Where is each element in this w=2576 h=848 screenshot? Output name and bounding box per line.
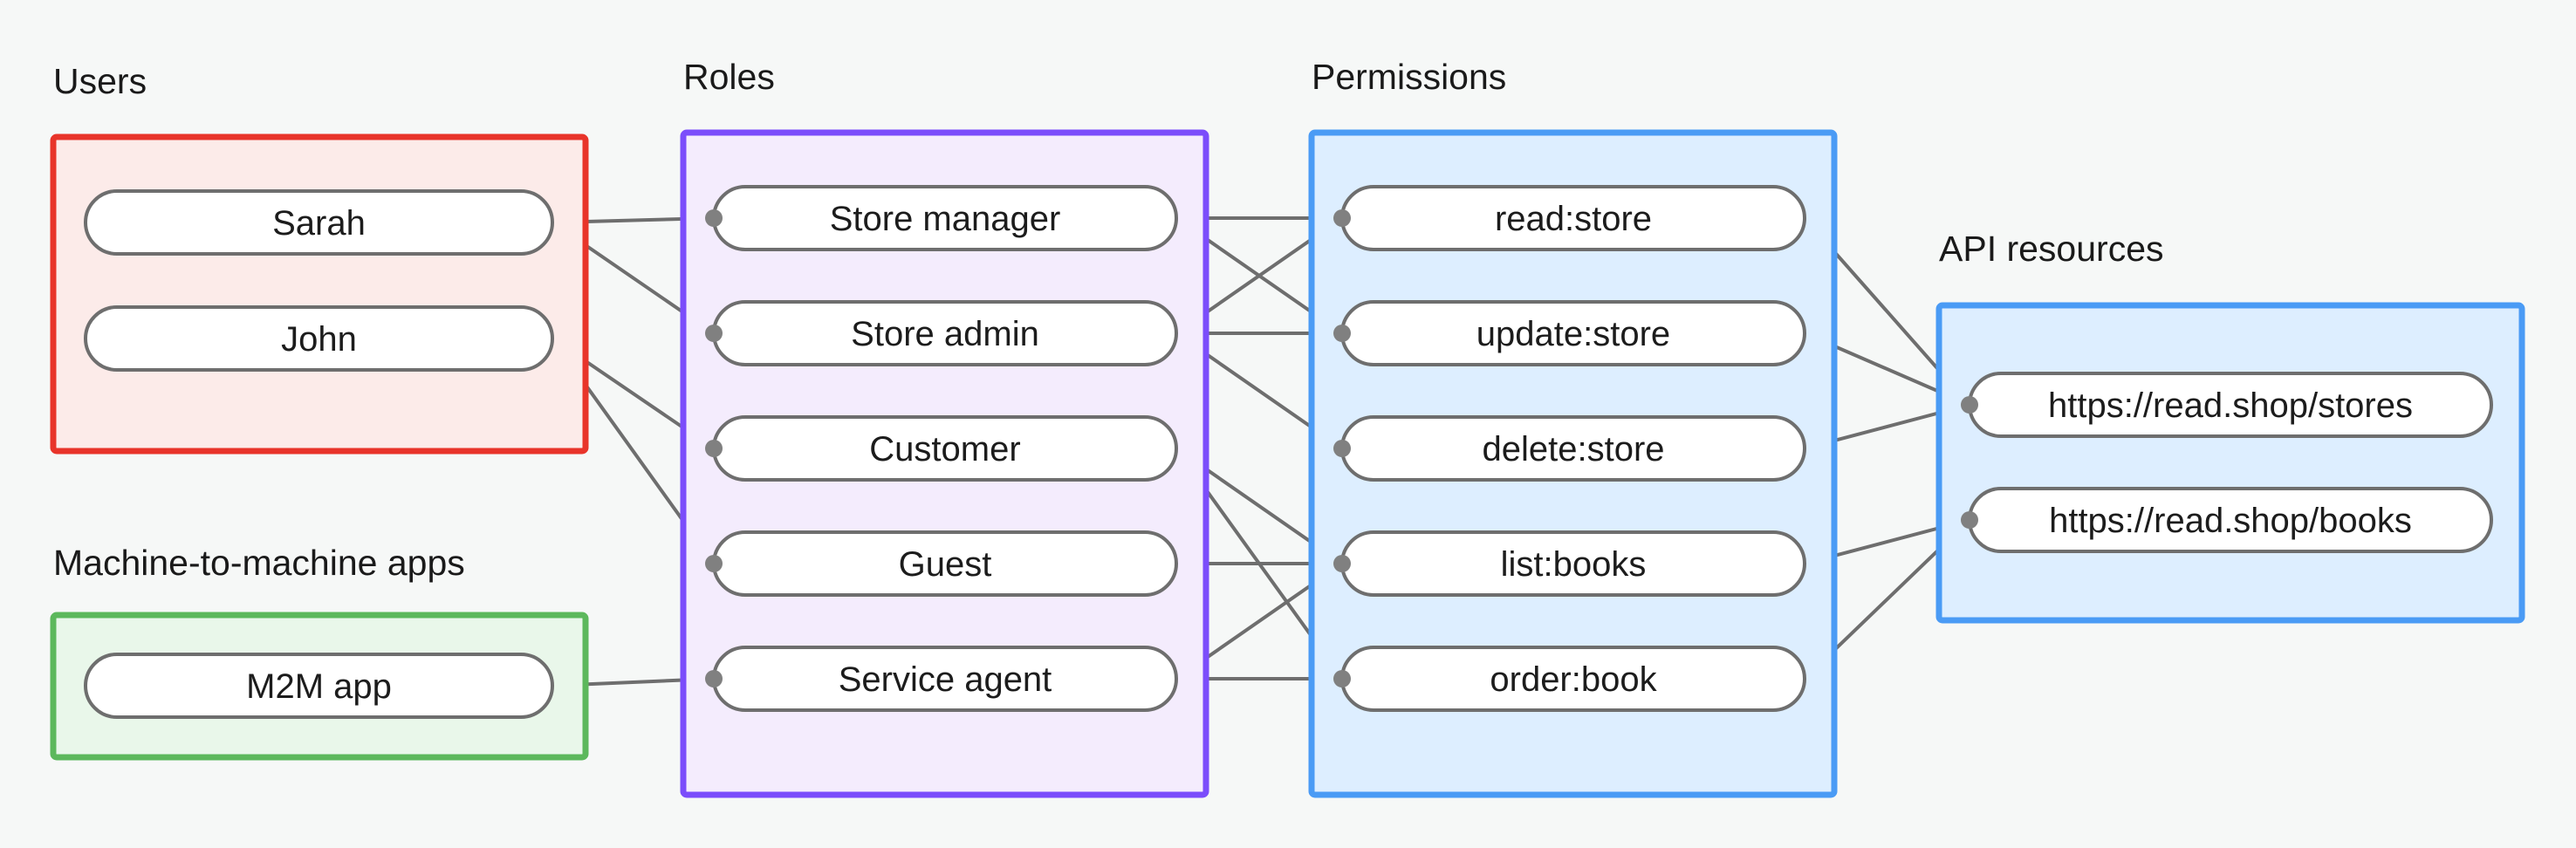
connector-dots-layer: [705, 209, 1978, 687]
node-delete_store[interactable]: delete:store: [1340, 415, 1806, 482]
node-label-order_book: order:book: [1490, 660, 1657, 699]
group-label-users: Users: [53, 61, 147, 101]
node-shape-john[interactable]: [84, 305, 554, 372]
connector-dot-delete_store: [1333, 440, 1351, 457]
node-list_books[interactable]: list:books: [1340, 530, 1806, 597]
node-label-read_store: read:store: [1495, 200, 1652, 238]
connector-dot-read_store: [1333, 209, 1351, 227]
node-label-books_url: https://read.shop/books: [2049, 502, 2412, 540]
node-read_store[interactable]: read:store: [1340, 185, 1806, 251]
node-service_agent[interactable]: Service agent: [712, 646, 1178, 712]
node-label-stores_url: https://read.shop/stores: [2048, 386, 2413, 425]
node-label-delete_store: delete:store: [1482, 430, 1664, 468]
node-label-list_books: list:books: [1501, 545, 1647, 584]
node-shape-sarah[interactable]: [84, 189, 554, 256]
node-books_url[interactable]: https://read.shop/books: [1968, 487, 2493, 553]
group-box-api_resources: [1935, 302, 2525, 624]
connector-dot-customer: [705, 440, 723, 457]
node-label-store_manager: Store manager: [830, 200, 1061, 238]
group-label-roles: Roles: [683, 57, 775, 97]
node-label-m2mapp: M2M app: [246, 667, 392, 706]
connector-dot-store_admin: [705, 325, 723, 342]
node-label-store_admin: Store admin: [851, 315, 1039, 353]
connector-dot-books_url: [1961, 511, 1978, 529]
group-label-m2m: Machine-to-machine apps: [53, 543, 465, 583]
node-customer[interactable]: Customer: [712, 415, 1178, 482]
connector-dot-service_agent: [705, 670, 723, 687]
node-order_book[interactable]: order:book: [1340, 646, 1806, 712]
node-m2mapp[interactable]: M2M app: [84, 653, 554, 719]
node-sarah[interactable]: Sarah: [84, 189, 554, 256]
group-box-users: [50, 133, 589, 455]
node-john[interactable]: John: [84, 305, 554, 372]
connector-dot-store_manager: [705, 209, 723, 227]
node-label-john: John: [281, 320, 357, 359]
node-store_manager[interactable]: Store manager: [712, 185, 1178, 251]
node-label-service_agent: Service agent: [839, 660, 1052, 699]
group-label-api_resources: API resources: [1939, 229, 2164, 269]
connector-dot-list_books: [1333, 555, 1351, 572]
node-label-customer: Customer: [869, 430, 1020, 468]
node-label-guest: Guest: [899, 545, 992, 584]
connector-dot-order_book: [1333, 670, 1351, 687]
node-store_admin[interactable]: Store admin: [712, 300, 1178, 366]
connector-dot-stores_url: [1961, 396, 1978, 414]
node-shape-m2mapp[interactable]: [84, 653, 554, 719]
group-label-permissions: Permissions: [1312, 57, 1506, 97]
node-stores_url[interactable]: https://read.shop/stores: [1968, 372, 2493, 438]
node-label-update_store: update:store: [1476, 315, 1670, 353]
connector-dot-update_store: [1333, 325, 1351, 342]
connector-dot-guest: [705, 555, 723, 572]
node-label-sarah: Sarah: [272, 204, 366, 243]
node-guest[interactable]: Guest: [712, 530, 1178, 597]
node-update_store[interactable]: update:store: [1340, 300, 1806, 366]
